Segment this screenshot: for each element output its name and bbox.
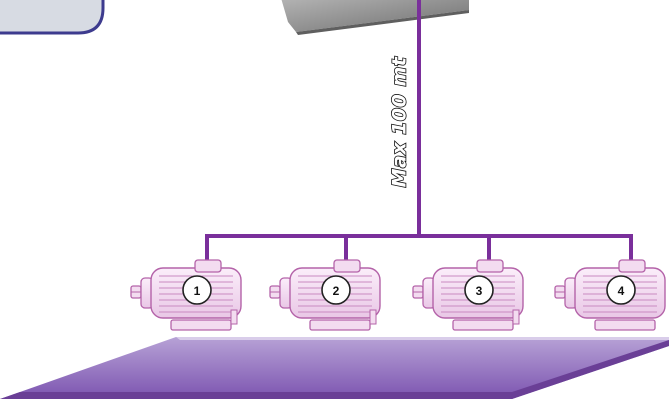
- floor-slab: [0, 337, 669, 399]
- motor-2-number: 2: [333, 284, 340, 298]
- motor-1-number: 1: [194, 284, 201, 298]
- control-cabinet: [281, 0, 469, 35]
- motor-3-number: 3: [476, 284, 483, 298]
- motor-3: [412, 259, 524, 331]
- info-panel: [0, 0, 105, 35]
- cable-drops: [205, 234, 633, 262]
- motor-2: [269, 259, 381, 331]
- motor-4: [554, 259, 666, 331]
- motor-1: [130, 259, 242, 331]
- motor-4-number: 4: [618, 284, 625, 298]
